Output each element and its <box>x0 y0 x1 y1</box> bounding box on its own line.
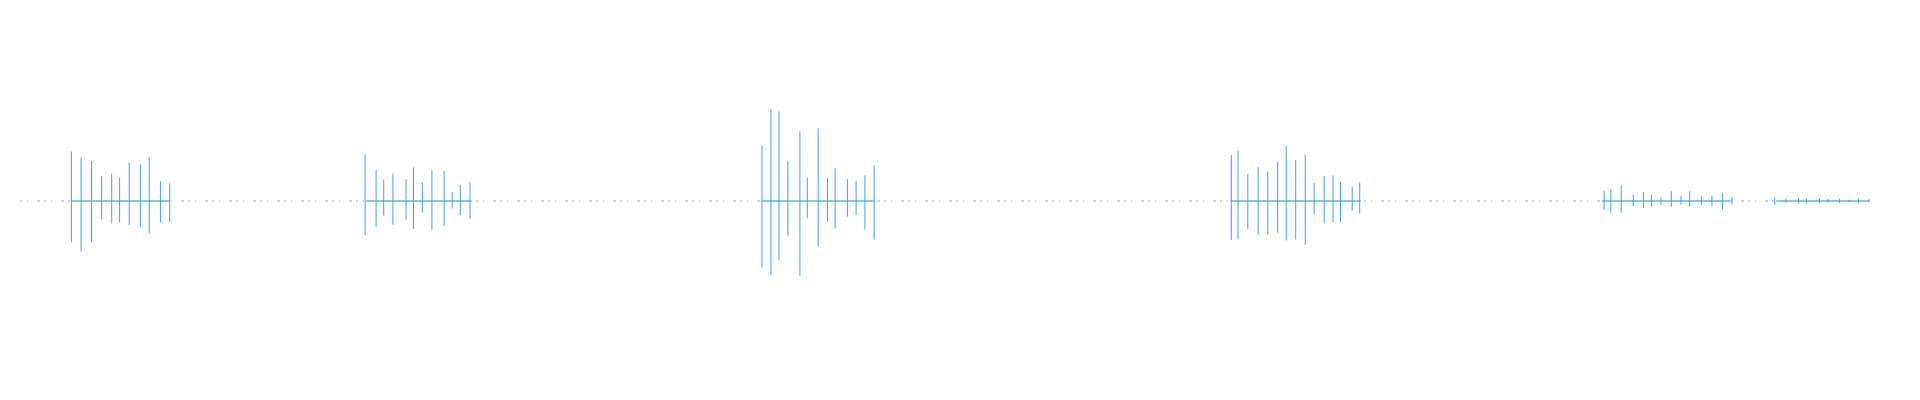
waveform-burst <box>761 109 875 276</box>
waveform-burst <box>1602 185 1733 214</box>
waveform-burst <box>1774 197 1870 205</box>
waveform-burst <box>1230 146 1361 245</box>
waveform-burst <box>70 151 171 252</box>
waveform-burst <box>364 154 471 236</box>
